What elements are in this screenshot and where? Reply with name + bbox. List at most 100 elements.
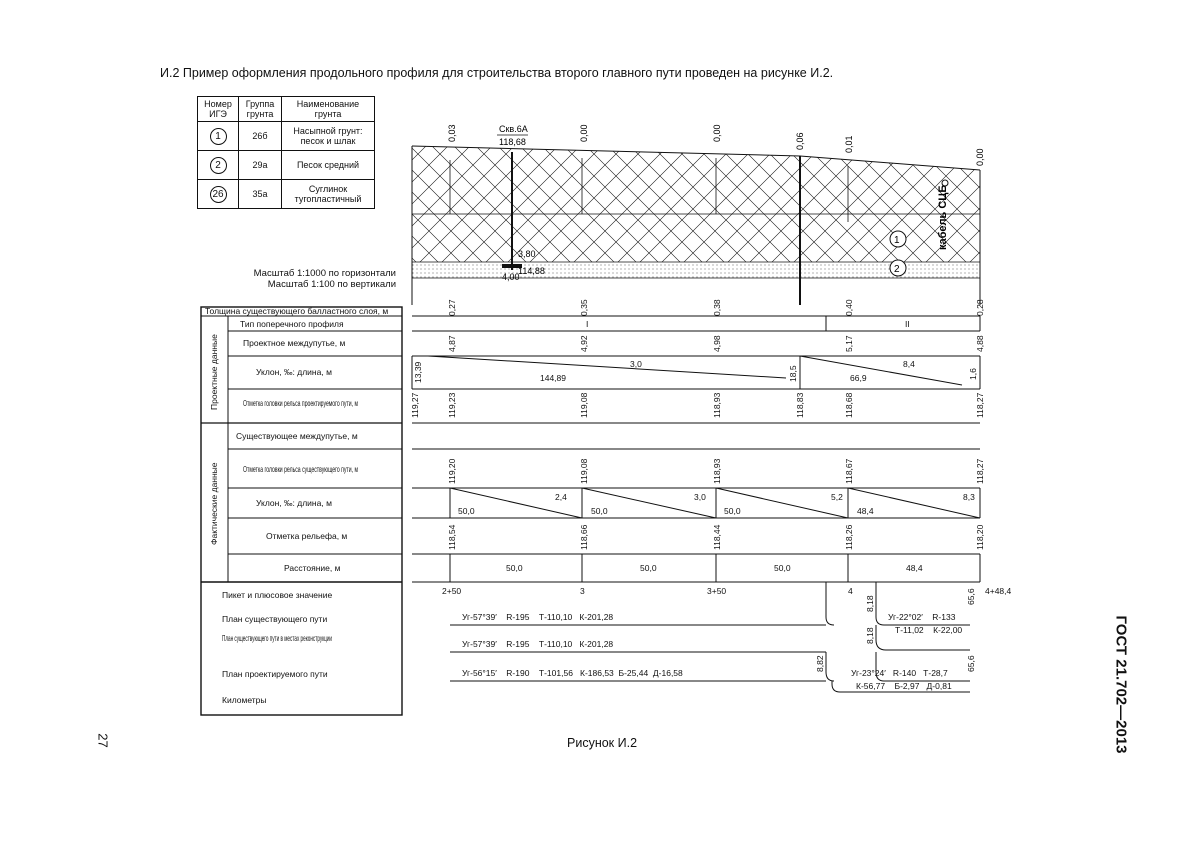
exist-rail-value: 118,67	[844, 458, 854, 484]
top-mark: 0,00	[712, 124, 722, 142]
label-exist-spacing: Существующее междупутье, м	[236, 431, 358, 441]
proj-spacing-value: 4,87	[447, 335, 457, 352]
proj-slope-s1: 3,0	[630, 359, 642, 369]
ground-value: 118,44	[712, 524, 722, 550]
proj-rail-value: 118,68	[844, 392, 854, 418]
fact-length-value: 50,0	[591, 506, 608, 516]
plan-proj-params-r: Уг-23°24′ R-140 Т-28,7	[851, 668, 948, 678]
proj-slope-s2: 8,4	[903, 359, 915, 369]
scale-vertical: Масштаб 1:100 по вертикали	[267, 279, 396, 290]
label-proj-slope: Уклон, ‰: длина, м	[256, 367, 332, 377]
label-cross: Тип поперечного профиля	[240, 319, 344, 329]
table-values: 0,27 0,35 0,38 0,40 0,28 I II 4,87 4,92 …	[410, 299, 1012, 691]
label-ground: Отметка рельефа, м	[266, 531, 347, 541]
borehole-bottom: 114,88	[518, 266, 545, 276]
exist-rail-value: 119,08	[579, 458, 589, 484]
borehole-elev: 118,68	[499, 137, 526, 147]
ground-value: 118,20	[975, 524, 985, 550]
ballast-value: 0,27	[447, 299, 457, 316]
borehole-depth1: 3,80	[518, 249, 536, 259]
borehole-name: Скв.6А	[499, 124, 528, 134]
proj-slope-l1: 144,89	[540, 373, 566, 383]
label-picket: Пикет и плюсовое значение	[222, 590, 332, 600]
label-proj-spacing: Проектное междупутье, м	[243, 338, 346, 348]
label-ballast: Толщина существующего балластного слоя, …	[205, 306, 388, 316]
proj-extra: 65,6	[966, 655, 976, 672]
label-plan-recon: План существующего пути в местах реконст…	[222, 633, 332, 643]
legend-num-cell: 26	[197, 179, 239, 209]
plan-proj-params-r2: К-56,77 Б-2,97 Д-0,81	[856, 681, 952, 691]
proj-spacing-value: 4,88	[975, 335, 985, 352]
label-distance: Расстояние, м	[284, 563, 341, 573]
top-marks: 0,03 0,00 0,00 0,06 0,01 0,00	[447, 124, 985, 166]
proj-rail-value: 119,27	[410, 392, 420, 418]
ground-value: 118,66	[579, 524, 589, 550]
legend-num-cell: 2	[197, 150, 239, 180]
label-exist-rail: Отметка головки рельса существующего пут…	[243, 464, 358, 474]
scale-horizontal: Масштаб 1:1000 по горизонтали	[253, 268, 396, 279]
picket-extra: 65,6	[966, 588, 976, 605]
exist-rail-value: 118,93	[712, 458, 722, 484]
label-fact-slope: Уклон, ‰: длина, м	[256, 498, 332, 508]
label-group-fact: Фактические данные	[209, 462, 219, 545]
proj-spacing-value: 4,98	[712, 335, 722, 352]
proj-rail-value: 119,23	[447, 392, 457, 418]
profile-table	[200, 306, 981, 716]
soil-legend-table: Номер ИГЭ Группа грунта Наименование гру…	[197, 96, 375, 209]
top-mark: 0,01	[844, 135, 854, 153]
standard-code: ГОСТ 21.702—2013	[1112, 615, 1130, 754]
label-km: Километры	[222, 695, 267, 705]
proj-spacing-value: 5,17	[844, 335, 854, 352]
legend-name: Насыпной грунт: песок и шлак	[281, 121, 375, 151]
proj-slope-l2: 66,9	[850, 373, 867, 383]
picket-value: 3	[580, 586, 585, 596]
proj-rail-value: 118,83	[795, 392, 805, 418]
figure-caption: Рисунок И.2	[567, 736, 638, 750]
soil-section	[411, 145, 981, 305]
legend-group: 35а	[238, 179, 282, 209]
page-number: 27	[95, 733, 111, 748]
fact-length-value: 50,0	[458, 506, 475, 516]
label-plan-exist: План существующего пути	[222, 614, 327, 624]
legend-name: Суглинок тугопластичный	[281, 179, 375, 209]
distance-value: 50,0	[774, 563, 791, 573]
igo-1-icon: 1	[209, 127, 227, 145]
label-proj-rail: Отметка головки рельса проектируемого пу…	[243, 398, 358, 408]
distance-value: 50,0	[506, 563, 523, 573]
plan-exist-params-r: Уг-22°02′ R-133	[888, 612, 956, 622]
top-mark: 0,06	[795, 132, 805, 150]
proj-extra: 8,82	[815, 655, 825, 672]
plan-recon-params: Уг-57°39′ R-195 Т-110,10 К-201,28	[462, 639, 613, 649]
intro-text: И.2 Пример оформления продольного профил…	[160, 66, 834, 80]
proj-rail-value: 118,93	[712, 392, 722, 418]
fact-slope-value: 2,4	[555, 492, 567, 502]
cable-label: кабель СЦБ	[937, 185, 949, 250]
proj-slope-left: 13,39	[413, 361, 423, 383]
picket-extra: 8,18	[865, 595, 875, 612]
scale-note: Масштаб 1:1000 по горизонтали Масштаб 1:…	[206, 268, 396, 290]
plan-exist-params-r2: Т-11,02 К-22,00	[895, 625, 962, 635]
distance-value: 48,4	[906, 563, 923, 573]
label-plan-proj: План проектируемого пути	[222, 669, 328, 679]
legend-header-num: Номер ИГЭ	[197, 96, 239, 122]
distance-value: 50,0	[640, 563, 657, 573]
layer-label-2: 2	[894, 264, 900, 275]
legend-name: Песок средний	[281, 150, 375, 180]
fact-slope-value: 3,0	[694, 492, 706, 502]
fact-slope-value: 5,2	[831, 492, 843, 502]
cross-value: I	[586, 319, 588, 329]
plan-proj-params: Уг-56°15′ R-190 Т-101,56 К-186,53 Б-25,4…	[462, 668, 683, 678]
ballast-value: 0,38	[712, 299, 722, 316]
igo-26-icon: 26	[209, 185, 227, 203]
proj-slope-right: 1,6	[968, 368, 978, 380]
exist-rail-value: 118,27	[975, 458, 985, 484]
row-labels: Толщина существующего балластного слоя, …	[205, 306, 388, 705]
proj-rail-value: 118,27	[975, 392, 985, 418]
proj-rail-value: 119,08	[579, 392, 589, 418]
recon-extra: 8,18	[865, 627, 875, 644]
picket-value: 4	[848, 586, 853, 596]
fact-length-value: 50,0	[724, 506, 741, 516]
ballast-value: 0,28	[975, 299, 985, 316]
plan-exist-params: Уг-57°39′ R-195 Т-110,10 К-201,28	[462, 612, 613, 622]
